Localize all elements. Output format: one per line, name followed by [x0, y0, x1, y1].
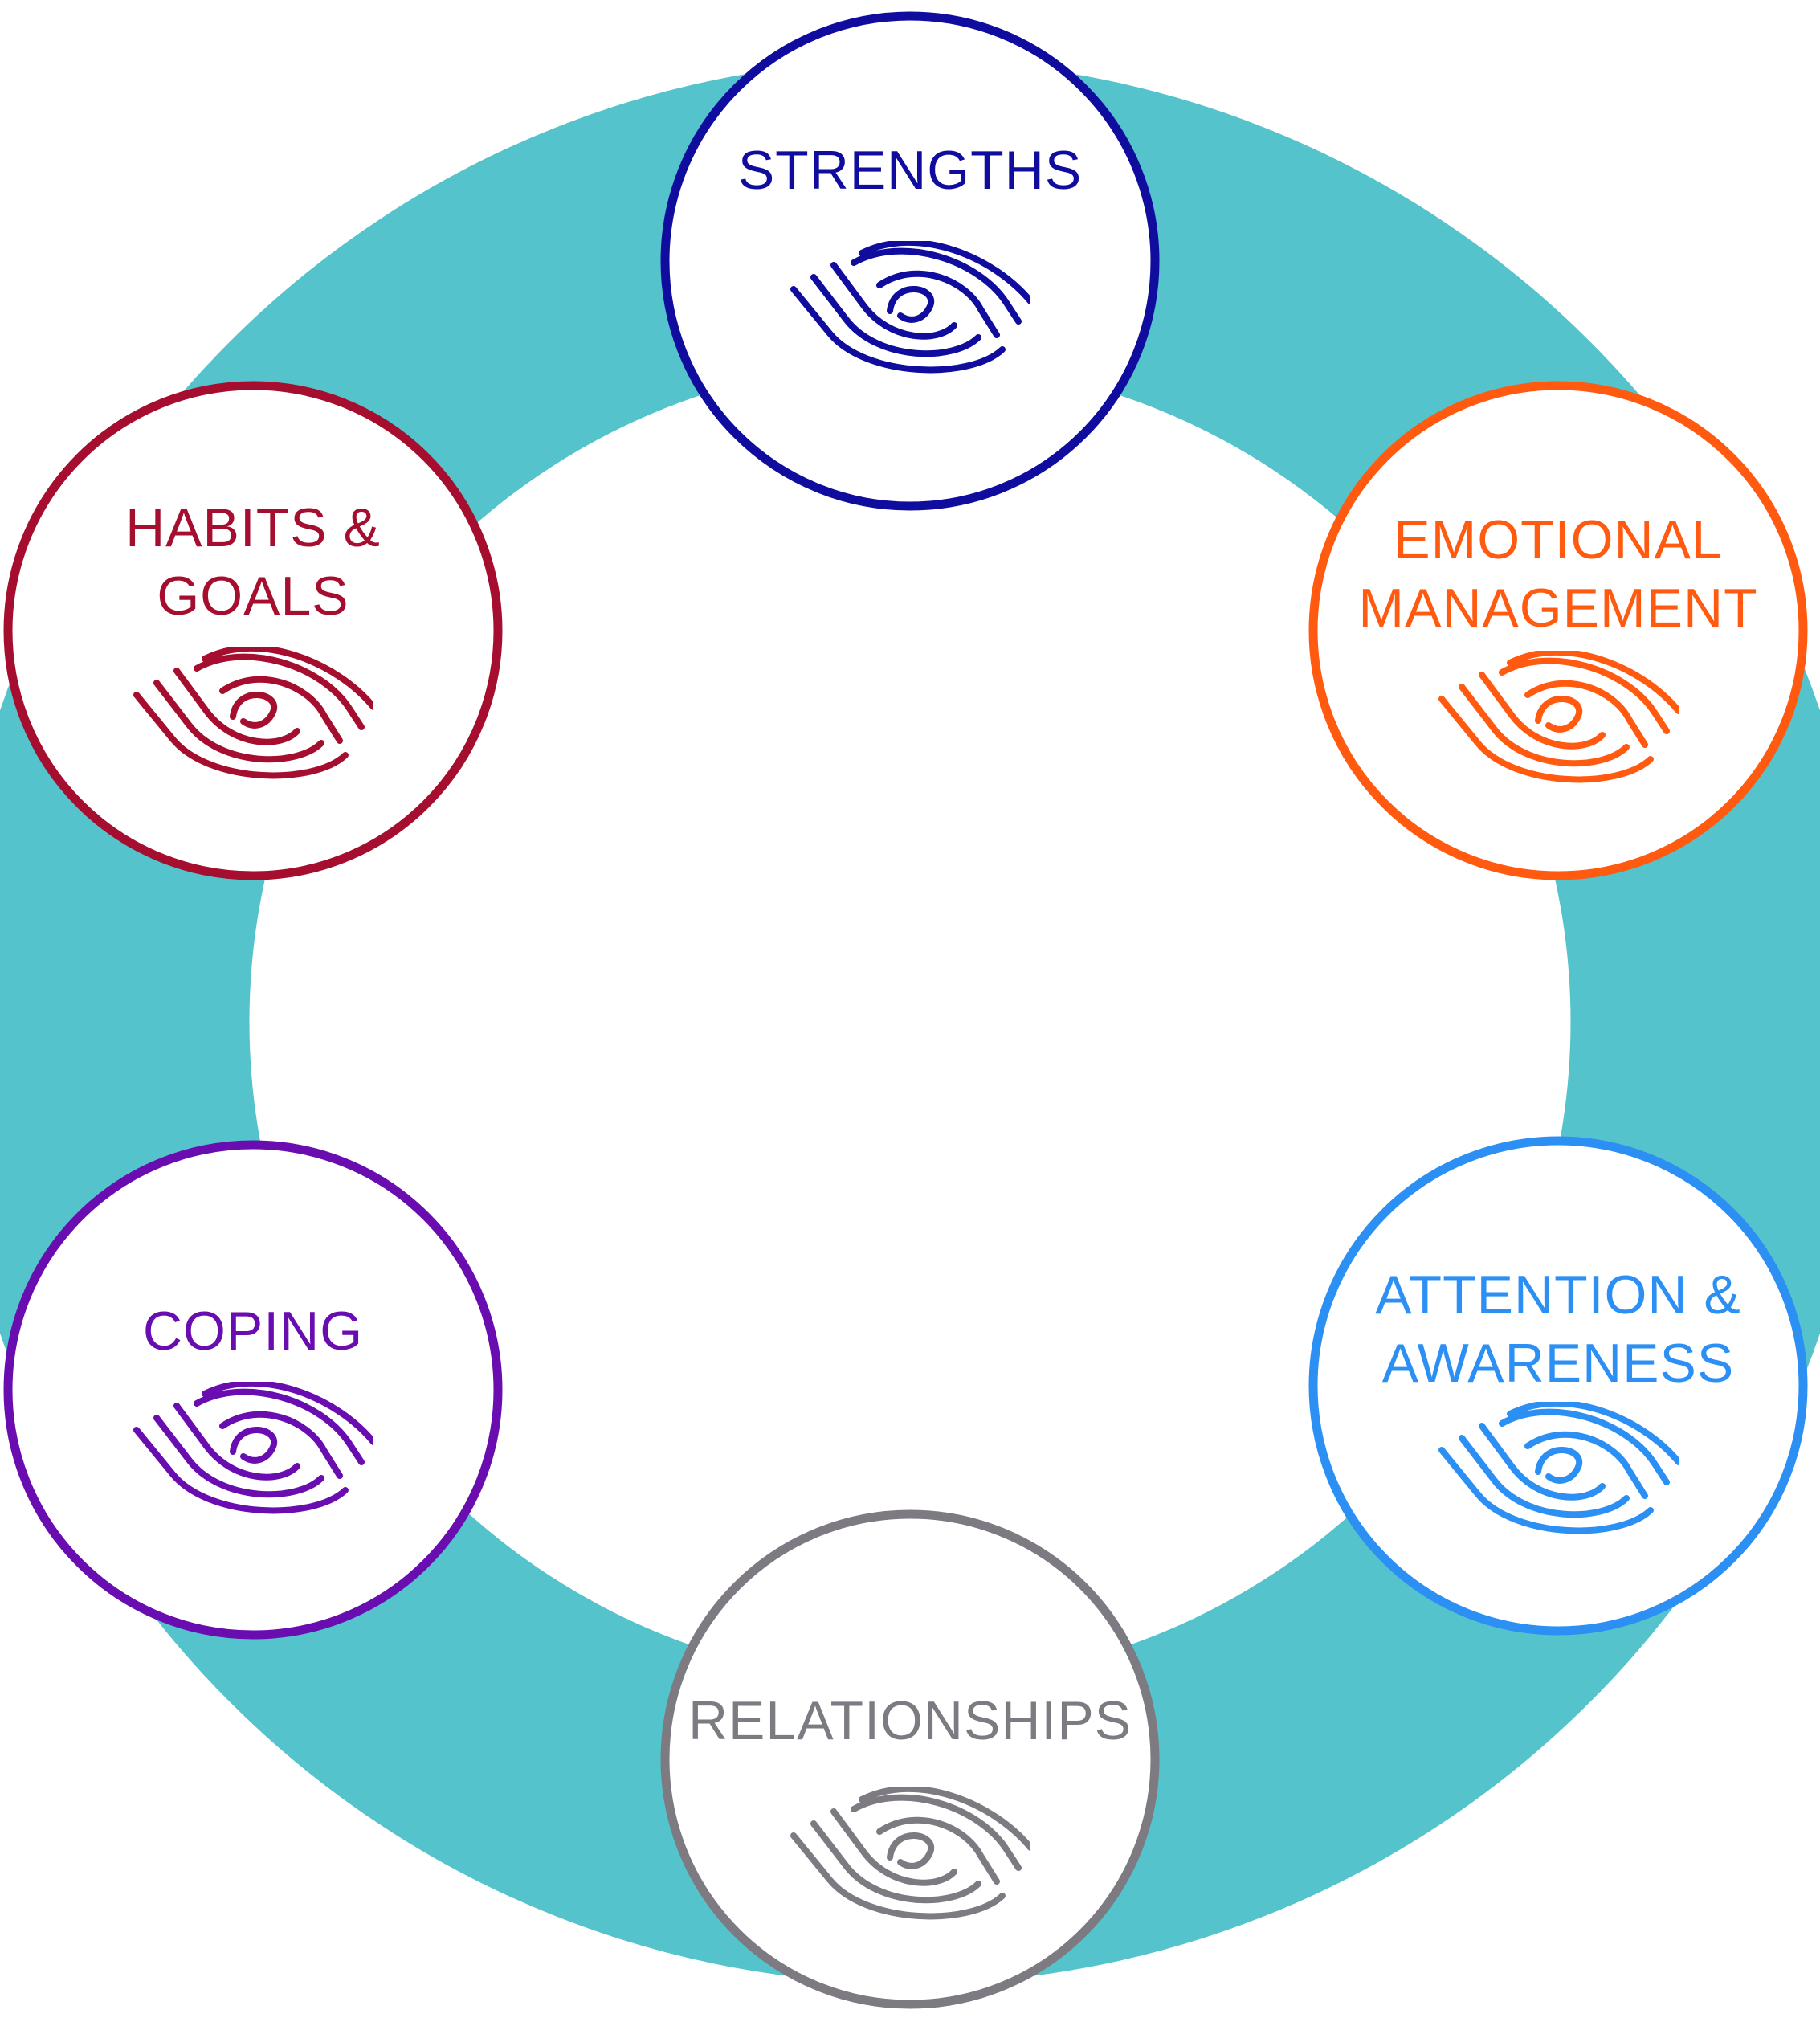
node-label-emotional-management-line-1: EMOTIONAL	[1394, 509, 1723, 570]
node-label-attention-awareness-line-2: AWARENESS	[1382, 1333, 1734, 1394]
node-strengths: STRENGTHS	[660, 11, 1160, 511]
node-label-habits-goals-line-2: GOALS	[157, 566, 349, 627]
node-label-strengths-line-1: STRENGTHS	[738, 140, 1082, 201]
node-emotional-management: EMOTIONAL MANAGEMENT	[1308, 381, 1808, 880]
node-coping: COPING	[3, 1140, 503, 1640]
node-attention-awareness: ATTENTION & AWARENESS	[1308, 1136, 1808, 1636]
node-label-relationships-line-1: RELATIONSHIPS	[688, 1690, 1132, 1751]
node-circle-habits-goals	[3, 381, 503, 880]
node-circle-relationships	[660, 1509, 1160, 2009]
node-label-emotional-management-line-2: MANAGEMENT	[1358, 578, 1757, 639]
node-label-coping-line-1: COPING	[143, 1301, 363, 1362]
node-label-habits-goals-line-1: HABITS &	[125, 497, 381, 558]
node-circle-attention-awareness	[1308, 1136, 1808, 1636]
node-habits-goals: HABITS & GOALS	[3, 381, 503, 880]
ring-inner	[250, 362, 1570, 1682]
node-circle-strengths	[660, 11, 1160, 511]
node-label-attention-awareness-line-1: ATTENTION &	[1375, 1264, 1741, 1326]
node-relationships: RELATIONSHIPS	[660, 1509, 1160, 2009]
node-circle-emotional-management	[1308, 381, 1808, 880]
